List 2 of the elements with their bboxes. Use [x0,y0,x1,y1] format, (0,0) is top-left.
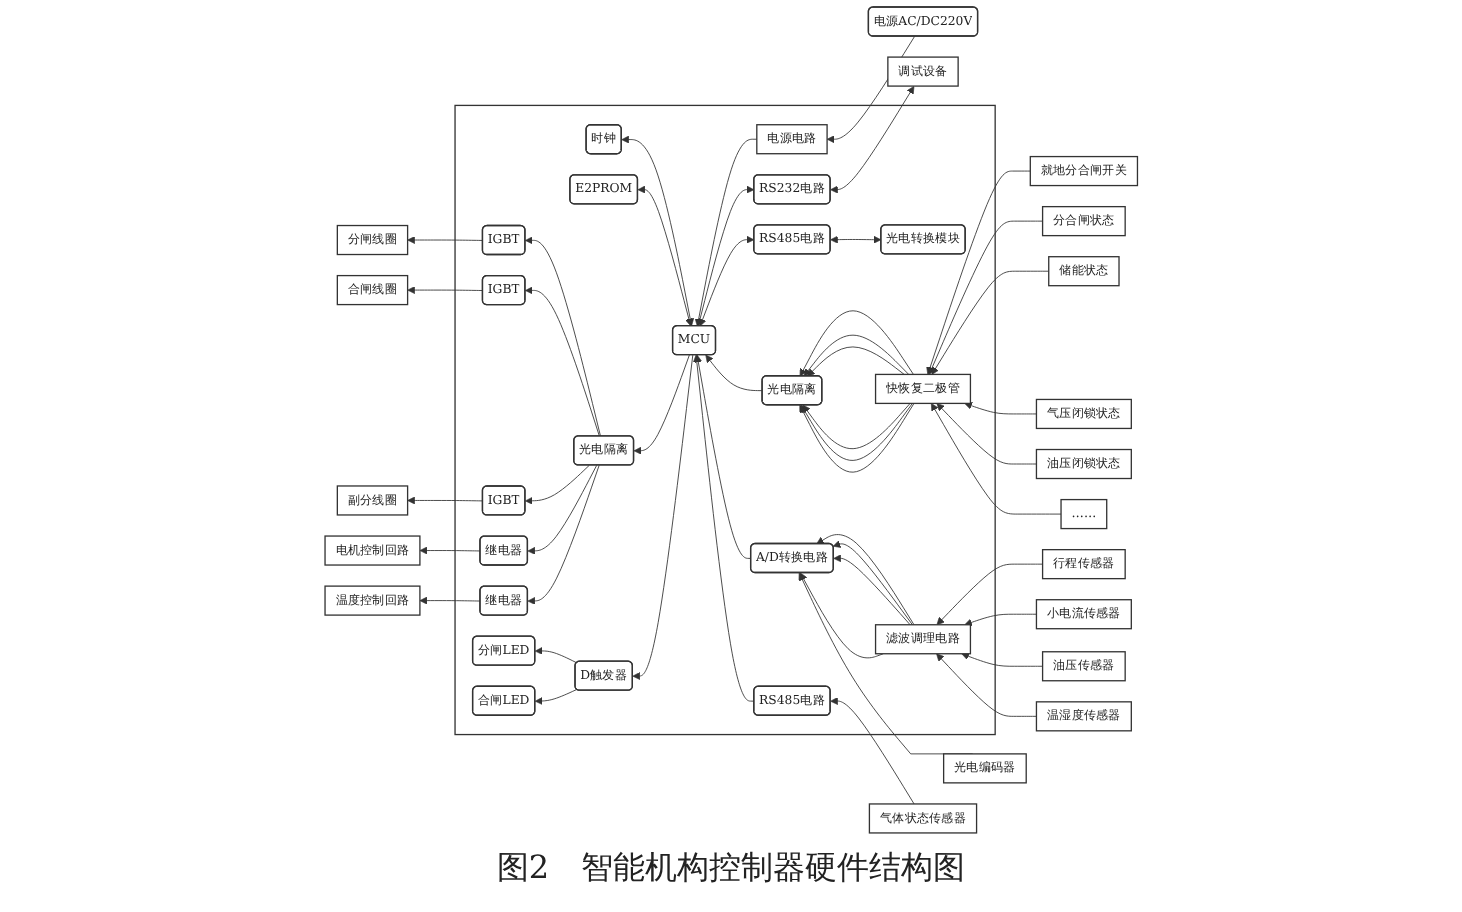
cluster [454,104,996,736]
figure-caption: 图2 智能机构控制器硬件结构图 [494,848,968,890]
